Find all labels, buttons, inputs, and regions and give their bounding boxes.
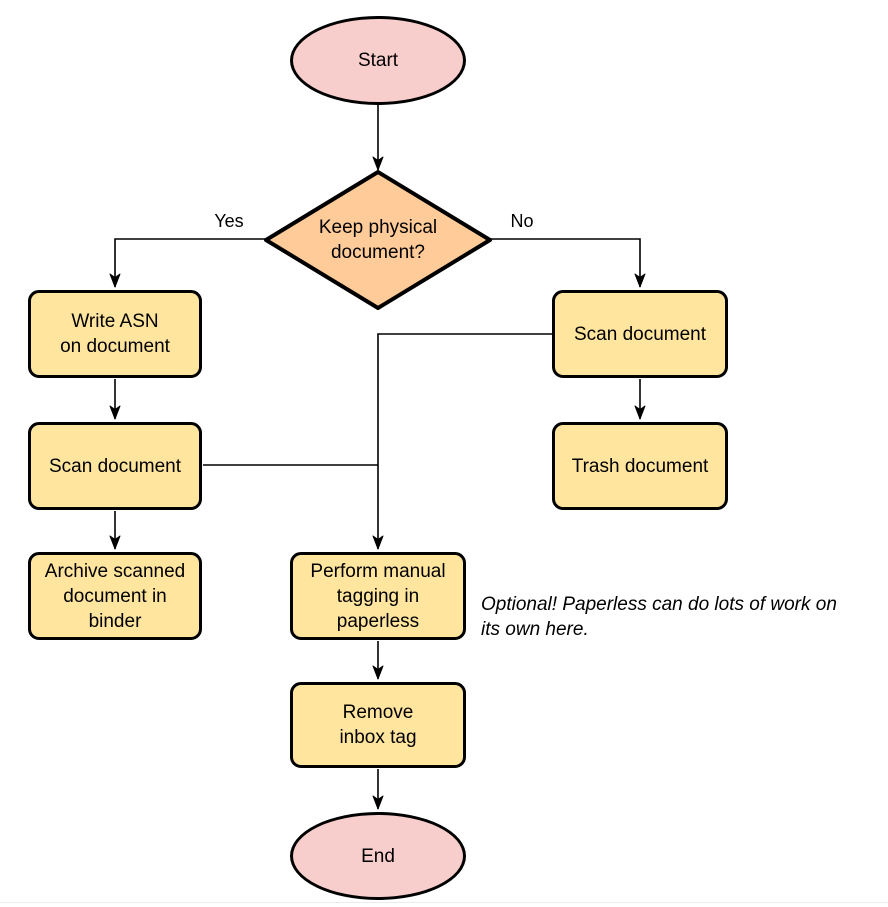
- node-decision-keep-physical: Keep physical document?: [268, 205, 488, 275]
- edge-decision-yes-to-write-asn: [109, 238, 265, 288]
- node-start-label: Start: [357, 50, 399, 71]
- node-write-asn: Write ASN on document: [28, 290, 202, 378]
- edge-scan-right-to-tagging: [372, 333, 552, 550]
- optional-note: Optional! Paperless can do lots of work …: [481, 594, 837, 640]
- node-manual-tagging-label: Perform manual tagging in paperless: [310, 560, 446, 632]
- node-archive-binder-label: Archive scanned document in binder: [44, 560, 186, 632]
- edge-label-yes: Yes: [214, 211, 244, 231]
- node-end: End: [290, 812, 466, 900]
- node-start: Start: [290, 16, 466, 105]
- node-end-label: End: [361, 845, 395, 867]
- edge-decision-no-to-scan-right: [491, 238, 646, 288]
- node-scan-document-left: Scan document: [28, 422, 202, 510]
- node-decision-label: Keep physical document?: [318, 217, 438, 263]
- node-trash-document: Trash document: [552, 422, 728, 510]
- node-remove-inbox-tag-label: Remove inbox tag: [339, 702, 417, 748]
- decision-diamond-shape: [264, 170, 492, 310]
- node-scan-document-left-label: Scan document: [48, 455, 182, 477]
- node-trash-document-label: Trash document: [571, 455, 709, 477]
- node-scan-document-right-label: Scan document: [573, 323, 707, 345]
- node-remove-inbox-tag: Remove inbox tag: [290, 682, 466, 768]
- node-scan-document-right: Scan document: [552, 290, 728, 378]
- node-write-asn-label: Write ASN on document: [60, 311, 170, 357]
- node-archive-binder: Archive scanned document in binder: [28, 552, 202, 640]
- node-manual-tagging: Perform manual tagging in paperless: [290, 552, 466, 640]
- page-bottom-divider: [0, 902, 888, 903]
- edge-label-no: No: [510, 211, 534, 231]
